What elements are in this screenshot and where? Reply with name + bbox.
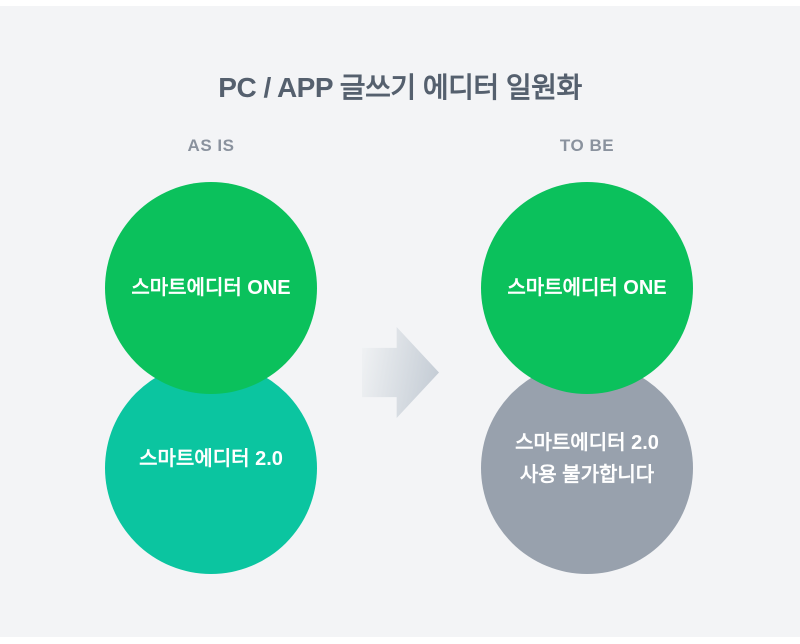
circle-to-be-smarteditor-2-unavailable: 스마트에디터 2.0 사용 불가합니다 <box>481 362 693 574</box>
circle-label: 스마트에디터 ONE <box>507 277 667 299</box>
column-label-to-be: TO BE <box>559 136 615 155</box>
circle-label: 스마트에디터 ONE <box>131 277 291 299</box>
circle-label-line2: 사용 불가합니다 <box>519 464 655 486</box>
circle-label-line1: 스마트에디터 2.0 <box>515 432 659 454</box>
circle-label: 스마트에디터 2.0 <box>139 448 283 470</box>
circle-as-is-smarteditor-one: 스마트에디터 ONE <box>105 182 317 394</box>
circle-as-is-smarteditor-2: 스마트에디터 2.0 <box>105 362 317 574</box>
circle-to-be-smarteditor-one: 스마트에디터 ONE <box>481 182 693 394</box>
column-label-as-is: AS IS <box>187 136 235 155</box>
page-title: PC / APP 글쓰기 에디터 일원화 <box>218 72 582 103</box>
